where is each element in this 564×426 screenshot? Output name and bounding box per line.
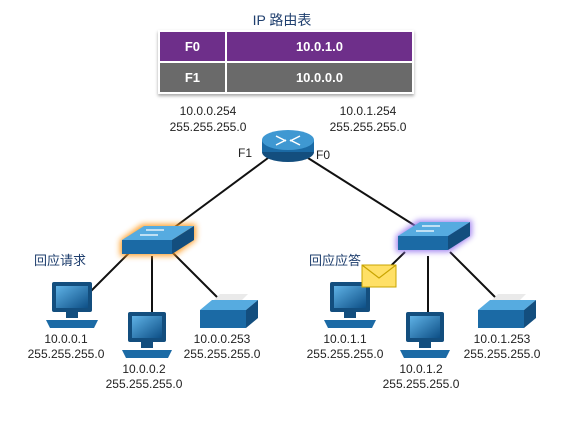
routing-network-cell: 10.0.0.0 [226,63,412,92]
router-f0-mask: 255.255.255.0 [329,120,407,134]
host-ip-label: 10.0.1.1 [323,332,367,346]
pc-icon[interactable] [400,312,450,358]
switch-icon[interactable] [120,224,196,256]
host-mask-label: 255.255.255.0 [105,377,183,391]
router-f1-mask: 255.255.255.0 [169,120,247,134]
router-port-f1: F1 [238,146,253,160]
host-ip-label: 10.0.1.253 [473,332,531,346]
switch-icon[interactable] [396,220,472,252]
cable [171,251,221,301]
routing-network-cell: 10.0.1.0 [226,32,412,61]
pc-icon[interactable] [122,312,172,358]
host-ip-label: 10.0.1.2 [399,362,443,376]
router-icon[interactable] [262,130,314,162]
host-mask-label: 255.255.255.0 [463,347,541,361]
pc-icon[interactable] [324,282,376,328]
printer-icon[interactable] [200,294,258,328]
host-ip-label: 10.0.0.1 [44,332,88,346]
host-ip-label: 10.0.0.2 [122,362,166,376]
routing-table-row: F1 10.0.0.0 [160,63,412,92]
host-mask-label: 255.255.255.0 [27,347,105,361]
echo-request-label: 回应请求 [34,253,87,268]
router-f1-ip: 10.0.0.254 [179,104,237,118]
routing-table-title: IP 路由表 [252,12,312,28]
router-port-f0: F0 [316,148,331,162]
cable [307,157,426,233]
host-mask-label: 255.255.255.0 [306,347,384,361]
routing-interface-cell: F1 [160,63,225,92]
host-ip-label: 10.0.0.253 [193,332,251,346]
printer-icon[interactable] [478,294,536,328]
host-mask-label: 255.255.255.0 [382,377,460,391]
routing-interface-cell: F0 [160,32,225,61]
cable [449,251,499,301]
envelope-icon [361,264,397,288]
routing-table: F0 10.0.1.0 F1 10.0.0.0 [158,30,414,94]
host-mask-label: 255.255.255.0 [183,347,261,361]
router-f0-ip: 10.0.1.254 [339,104,397,118]
pc-icon[interactable] [46,282,98,328]
routing-table-row: F0 10.0.1.0 [160,32,412,61]
echo-reply-label: 回应应答 [309,253,362,268]
